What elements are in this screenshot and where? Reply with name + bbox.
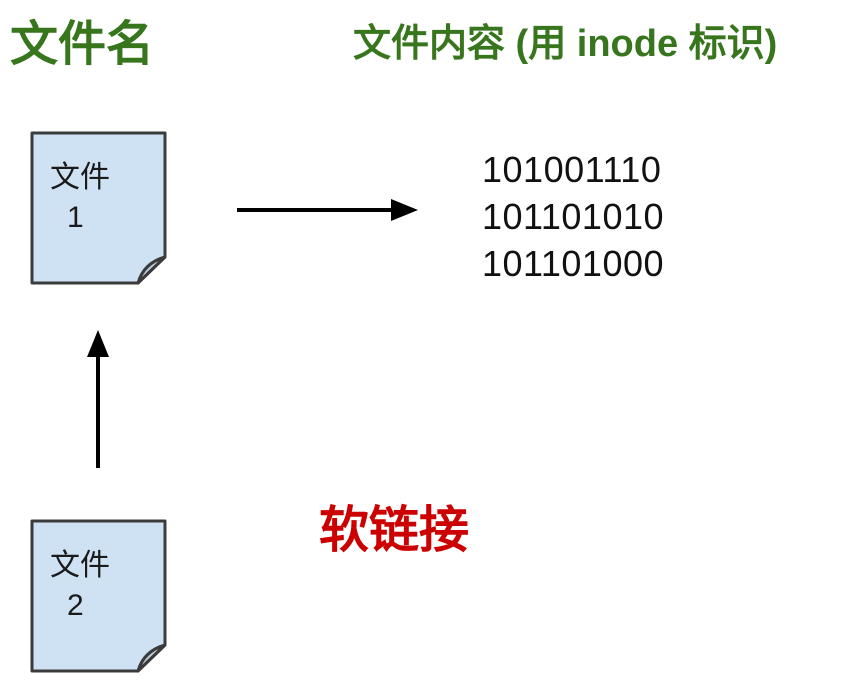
file-label: 文件 [50,549,110,582]
file-number: 1 [67,201,84,234]
file-node-2: 文件 2 [29,518,169,675]
file-number: 2 [67,589,84,622]
file-label: 文件 [50,161,110,194]
inode-content-line: 101001110 [482,149,662,190]
document-icon [30,131,167,285]
column-heading-filename: 文件名 [10,18,155,71]
soft-link-label: 软链接 [319,502,469,558]
inode-content: 101001110 101101010 101101000 [482,146,664,287]
right-arrow-icon [237,199,418,221]
inode-content-line: 101101000 [482,243,665,284]
column-heading-file-content: 文件内容 (用 inode 标识) [353,23,778,65]
document-icon [30,519,167,673]
inode-content-line: 101101010 [482,196,665,237]
up-arrow-icon [87,330,109,468]
file-node-1: 文件 1 [29,130,169,287]
